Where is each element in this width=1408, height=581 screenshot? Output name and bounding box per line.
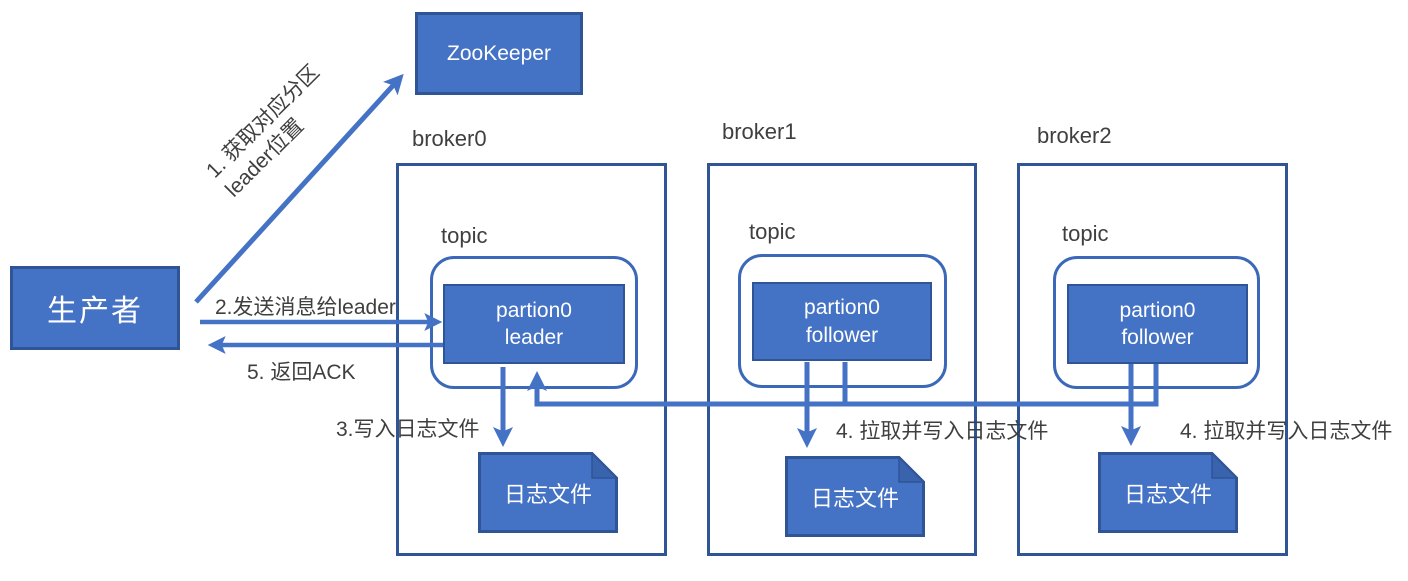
producer-box: 生产者 (10, 266, 180, 350)
broker1-topic-label: topic (749, 219, 796, 244)
broker2-partition-name: partion0 (1119, 298, 1196, 322)
broker0-label: broker0 (412, 126, 487, 151)
flow-label-step5: 5. 返回ACK (247, 361, 356, 384)
broker2-frame (1017, 163, 1288, 556)
broker2-label: broker2 (1037, 123, 1112, 148)
flow-label-step1: 1. 获取对应分区 leader位置 (201, 59, 345, 203)
broker0-topic-label: topic (441, 223, 488, 248)
broker1-partition-name: partion0 (804, 296, 880, 320)
producer-label: 生产者 (47, 295, 143, 328)
broker0-partition-name: partion0 (496, 298, 572, 322)
broker0-frame (396, 163, 667, 556)
zookeeper-label: ZooKeeper (447, 41, 551, 65)
broker1-frame (707, 163, 977, 556)
broker0-partition-leader-box: partion0 leader (443, 284, 625, 364)
flow-label-step3: 3.写入日志文件 (336, 418, 480, 441)
broker2-partition-role: follower (1121, 326, 1194, 349)
broker2-logfile-label: 日志文件 (1123, 481, 1212, 507)
broker0-logfile-box: 日志文件 (478, 452, 618, 533)
broker0-logfile-label: 日志文件 (503, 481, 592, 507)
flow-label-step4-broker2: 4. 拉取并写入日志文件 (1180, 420, 1393, 443)
broker1-partition-follower-box: partion0 follower (752, 282, 932, 361)
flow-label-step4-broker1: 4. 拉取并写入日志文件 (836, 420, 1049, 443)
broker2-topic-label: topic (1062, 221, 1109, 246)
broker1-partition-role: follower (805, 323, 879, 347)
broker1-logfile-box: 日志文件 (785, 456, 925, 537)
folded-document-icon (785, 456, 925, 537)
folded-document-icon (1098, 452, 1238, 533)
broker1-label: broker1 (722, 119, 797, 144)
broker0-partition-role: leader (504, 326, 564, 349)
broker2-partition-follower-box: partion0 follower (1067, 284, 1248, 364)
broker2-logfile-box: 日志文件 (1098, 452, 1238, 533)
flow-label-step2: 2.发送消息给leader (215, 296, 396, 319)
zookeeper-box: ZooKeeper (415, 12, 583, 95)
broker1-logfile-label: 日志文件 (810, 485, 899, 511)
folded-document-icon (478, 452, 618, 533)
